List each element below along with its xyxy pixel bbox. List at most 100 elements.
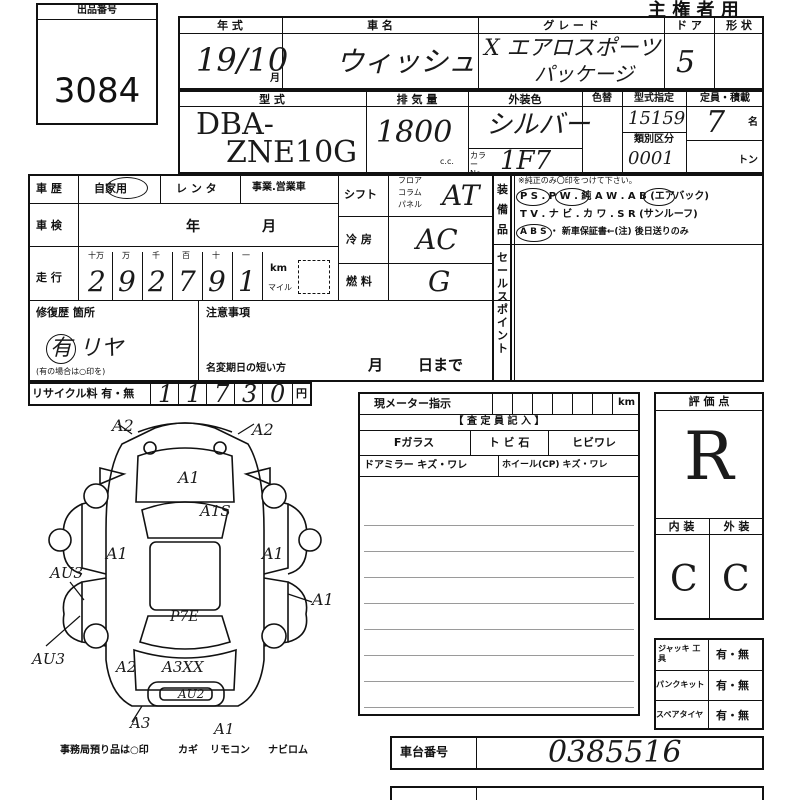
equipment-label-3: 品 — [497, 223, 508, 236]
mark-a1-left-door: A1 — [106, 544, 128, 563]
shift-value: AT — [442, 179, 480, 212]
ac-label: 冷 房 — [346, 233, 372, 246]
repair-circle — [46, 334, 76, 364]
abs-circle — [516, 224, 552, 242]
mileage-digit-3: 2 — [148, 265, 166, 298]
type-value-line2: ZNE10G — [226, 135, 358, 170]
inspector-label: 【 査 定 員 記 入 】 — [453, 416, 545, 427]
cc-unit: c.c. — [440, 157, 454, 166]
mark-a2-left: A2 — [112, 416, 134, 435]
interior-label: 内 装 — [668, 520, 695, 533]
recycle-label: リサイクル料 有・無 — [32, 387, 135, 400]
class-label: 類別区分 — [634, 134, 674, 145]
repair-label: 修復歴 箇所 — [36, 306, 95, 319]
mark-a1-right-rear: A1 — [312, 590, 334, 609]
notes-label: 注意事項 — [206, 306, 250, 319]
displacement-label: 排 気 量 — [396, 93, 438, 106]
mileage-unit-1k: 千 — [152, 251, 160, 260]
mark-a3xx: A3XX — [162, 658, 204, 676]
interior-value: C — [670, 559, 698, 600]
chassis-value: 0385516 — [548, 735, 682, 770]
score-label: 評 価 点 — [688, 395, 730, 408]
mark-a1-hood: A1 — [178, 468, 200, 487]
pw-circle — [555, 188, 589, 206]
ps-circle — [516, 188, 550, 206]
sales-point-label: セールスポイント — [497, 251, 508, 355]
grade-value-line2: パッケージ — [534, 62, 634, 86]
mileage-unit-100: 百 — [182, 251, 190, 260]
capacity-unit: 名 — [748, 117, 758, 128]
spec-table — [178, 90, 764, 174]
accessories-box — [654, 638, 764, 730]
year-value: 19/10 — [196, 41, 289, 79]
mark-au2: AU2 — [178, 687, 205, 701]
lot-number: 3084 — [53, 71, 141, 111]
history-label: 車 歴 — [36, 182, 62, 195]
mileage-digit-1: 2 — [88, 265, 106, 298]
mark-a2-rear: A2 — [116, 658, 137, 676]
shape-label: 形 状 — [726, 19, 752, 32]
jack-option: 有・無 — [716, 648, 749, 661]
shift-label: シフト — [344, 188, 377, 201]
door-label: ド ア — [676, 19, 702, 32]
inspection-year: 年 — [186, 219, 200, 235]
meter-label: 現メーター指示 — [374, 397, 451, 410]
recycle-digit-4: 3 — [242, 380, 258, 408]
spare-label: スペアタイヤ — [656, 710, 704, 719]
equipment-line-4: A B S ・ 新車保証書←(注) 後日送りのみ — [520, 227, 689, 237]
repair-note: (有の場合は○印を) — [36, 367, 106, 376]
shift-opt-column: コラム — [398, 188, 422, 197]
km-label: km — [270, 263, 288, 274]
mileage-digit-4: 7 — [178, 265, 196, 298]
shift-opt-panel: パネル — [398, 200, 422, 209]
key-label: カギ — [178, 745, 198, 756]
name-change-label: 名変期日の短い方 — [206, 363, 286, 374]
shift-opt-floor: フロア — [398, 176, 422, 185]
doors-value: 5 — [676, 45, 696, 80]
exterior-label: 外 装 — [723, 520, 750, 533]
grade-label: グ レ ー ド — [543, 19, 599, 32]
fuel-label: 燃 料 — [346, 275, 372, 288]
remote-label: リモコン — [210, 745, 250, 756]
office-label: 事務局預り品は○印 — [60, 745, 149, 756]
mark-a1-bottom: A1 — [214, 720, 235, 738]
bottom-partial-box — [390, 786, 764, 800]
yen-label: 円 — [296, 387, 307, 400]
crack-label: ヒビワレ — [572, 436, 616, 449]
mirror-label: ドアミラー キズ・ワレ — [364, 460, 468, 471]
mileage-unit-1: 一 — [242, 251, 250, 260]
color-no-value: 1F7 — [500, 146, 552, 176]
vehicle-header-table — [178, 16, 764, 90]
puncture-option: 有・無 — [716, 679, 749, 692]
recycle-digit-5: 0 — [270, 380, 286, 408]
mileage-label: 走 行 — [36, 271, 62, 284]
private-circle — [106, 177, 148, 199]
ab-circle — [643, 188, 675, 206]
lot-number-label: 出品番号 — [77, 5, 117, 16]
model-value: ウィッシュ — [336, 45, 477, 78]
glass-label: Fガラス — [393, 436, 435, 449]
equipment-box — [492, 174, 764, 382]
type-value-line1: DBA- — [196, 107, 274, 142]
mark-au3-rear-left: AU3 — [32, 650, 66, 668]
puncture-label: パンクキット — [656, 680, 705, 689]
navi-label: ナビロム — [268, 745, 308, 756]
equipment-line-1: ※純正のみ〇印をつけて下さい。 — [518, 176, 637, 185]
chassis-label: 車台番号 — [400, 745, 449, 759]
jack-label: ジャッキ 工具 — [658, 644, 701, 664]
color-label: 外装色 — [508, 93, 542, 106]
lot-number-box — [36, 3, 158, 125]
meter-write-lines — [364, 500, 634, 710]
history-table — [28, 174, 512, 382]
mark-au3-left: AU3 — [50, 564, 84, 582]
displacement-value: 1800 — [376, 115, 453, 150]
model-spec-value: 15159 — [628, 108, 686, 129]
chip-label: ト ビ 石 — [488, 436, 530, 449]
equipment-line-3: T V . ナ ビ . カ ワ . S R (サンルーフ) — [520, 209, 698, 220]
year-label: 年 式 — [217, 19, 243, 32]
mark-a3: A3 — [130, 714, 151, 732]
score-value: R — [684, 418, 734, 495]
mile-label: マイル — [268, 283, 292, 292]
grade-value-line1: X エアロスポーツ — [484, 36, 661, 61]
mark-a2-right: A2 — [252, 420, 274, 439]
